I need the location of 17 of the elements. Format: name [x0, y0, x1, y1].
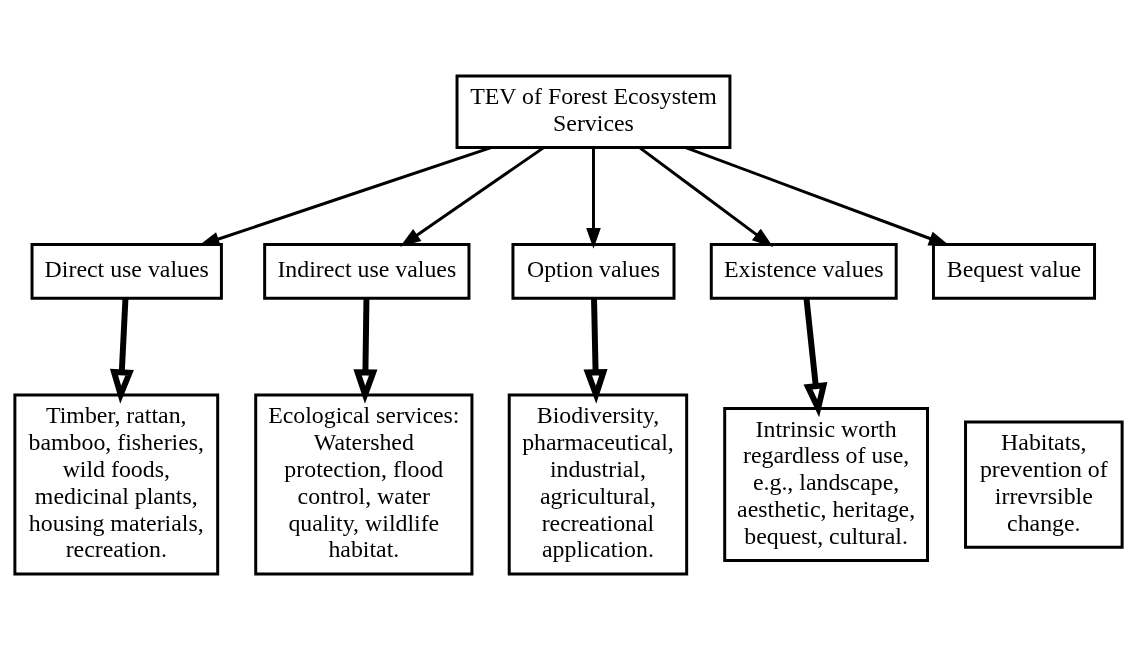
node-box: Indirect use values: [263, 242, 471, 300]
node-box: Habitats, prevention of irrevrsible change.: [964, 419, 1124, 549]
arrow: [803, 297, 828, 417]
arrow: [685, 145, 950, 246]
node-box: Direct use values: [30, 242, 223, 300]
node-box: Ecological services: Watershed protection, flood control, water quality, wildlife habitat.: [254, 393, 474, 576]
node-box: Existence values: [709, 242, 898, 300]
arrow: [353, 297, 378, 404]
node-box: TEV of Forest Ecosystem Services: [455, 73, 732, 149]
node-box: Timber, rattan, bamboo, fisheries, wild foods, medicinal plants, housing materials, recreation.: [13, 393, 220, 576]
node-box: Biodiversity, pharmaceutical, industrial, agricultural, recreational application.: [507, 393, 689, 576]
arrow: [586, 147, 601, 249]
node-box: Bequest value: [932, 242, 1096, 300]
node-box: Intrinsic worth regardless of use, e.g., landscape, aesthetic, heritage, bequest, cultural.: [723, 406, 929, 562]
node-box: Option values: [511, 242, 676, 300]
arrow: [109, 297, 134, 404]
arrow: [583, 297, 608, 404]
